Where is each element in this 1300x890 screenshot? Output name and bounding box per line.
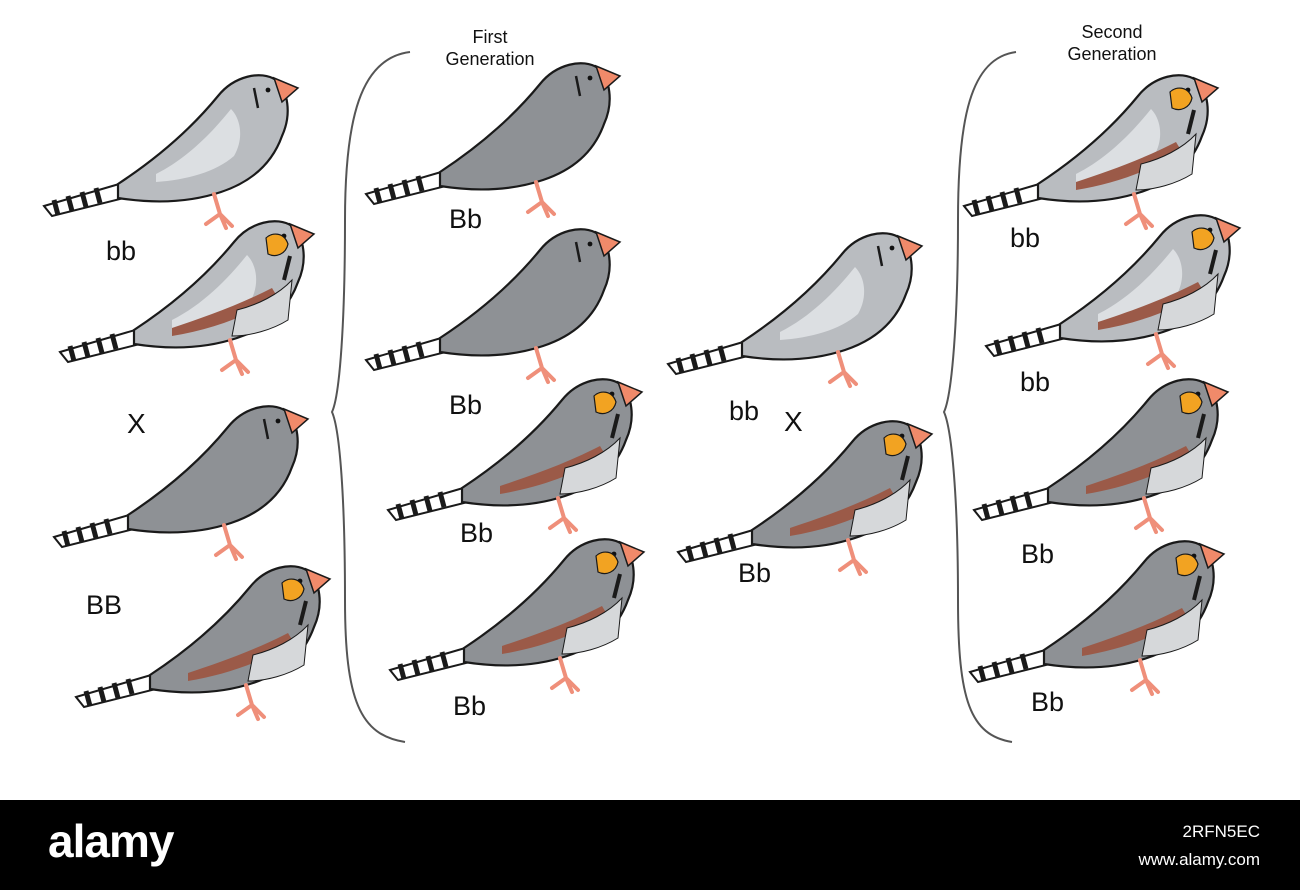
genotype-label-parent-bottom: BB bbox=[86, 590, 123, 620]
first-generation-title-line1: First bbox=[472, 27, 508, 47]
genotype-label-f1-2: Bb bbox=[449, 390, 483, 420]
bird-12-light-male bbox=[986, 215, 1240, 368]
bird-1-light-female bbox=[44, 75, 298, 228]
first-generation-title: First Generation bbox=[445, 26, 534, 70]
genotype-label-f2-2: bb bbox=[1020, 367, 1051, 397]
site-url: www.alamy.com bbox=[1138, 850, 1260, 869]
cross-symbol-f1: X bbox=[784, 406, 803, 437]
first-generation-title-line2: Generation bbox=[445, 49, 535, 69]
genotype-label-f1-1: Bb bbox=[449, 204, 483, 234]
bird-11-light-male bbox=[964, 75, 1218, 228]
bird-2-light-male bbox=[60, 221, 314, 374]
genotype-label-parent-top: bb bbox=[106, 236, 137, 266]
genotype-label-f2-1: bb bbox=[1010, 223, 1041, 253]
bird-13-gray-male bbox=[974, 379, 1228, 532]
cross-symbol-parents: X bbox=[127, 408, 146, 439]
bird-3-gray-female bbox=[54, 406, 308, 559]
genotype-label-f1-cross-right: Bb bbox=[738, 558, 772, 588]
bird-6-gray-female bbox=[366, 229, 620, 382]
watermark-footer: alamy 2RFN5EC www.alamy.com bbox=[0, 800, 1300, 890]
bird-9-light-female bbox=[668, 233, 922, 386]
genetics-cross-diagram: First Generation Second Generation bb X … bbox=[0, 21, 1300, 743]
genotype-label-f1-3: Bb bbox=[460, 518, 494, 548]
bird-illustrations bbox=[0, 51, 1300, 743]
bird-5-gray-female bbox=[366, 63, 620, 216]
genotype-label-f2-3: Bb bbox=[1021, 539, 1055, 569]
second-generation-title: Second Generation bbox=[1067, 21, 1156, 65]
second-generation-title-line2: Generation bbox=[1067, 44, 1157, 64]
second-generation-bracket bbox=[942, 51, 1017, 743]
genotype-label-f1-4: Bb bbox=[453, 691, 487, 721]
genotype-label-f1-cross-left: bb bbox=[729, 396, 760, 426]
bird-10-gray-male bbox=[678, 421, 932, 574]
alamy-logo: alamy bbox=[48, 815, 174, 867]
bird-7-gray-male bbox=[388, 379, 642, 532]
image-id: 2RFN5EC bbox=[1182, 822, 1260, 841]
genotype-label-f2-4: Bb bbox=[1031, 687, 1065, 717]
bird-14-gray-male bbox=[970, 541, 1224, 694]
second-generation-title-line1: Second bbox=[1081, 22, 1143, 42]
first-generation-bracket bbox=[330, 51, 411, 743]
bird-8-gray-male bbox=[390, 539, 644, 692]
